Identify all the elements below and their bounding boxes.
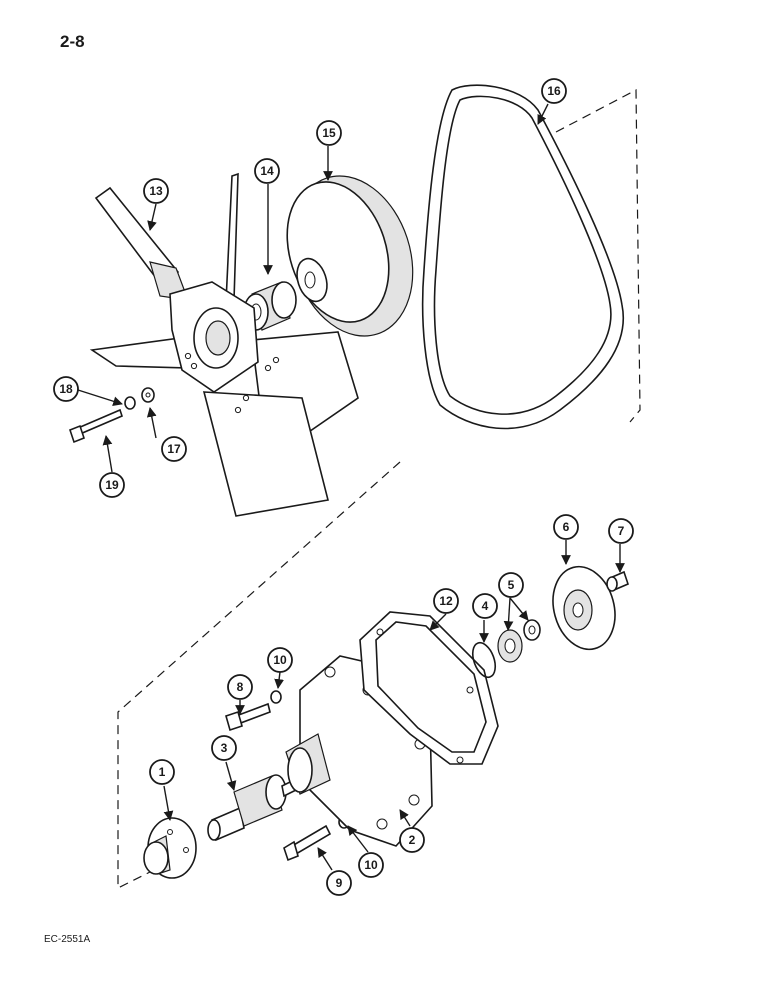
callout-18: 18 <box>53 376 79 402</box>
callout-1-label: 1 <box>159 765 166 779</box>
callout-2-label: 2 <box>409 833 416 847</box>
callout-5-label: 5 <box>508 578 515 592</box>
callout-1: 1 <box>149 759 175 785</box>
callout-14: 14 <box>254 158 280 184</box>
callout-10-top-label: 10 <box>273 653 287 667</box>
callout-7: 7 <box>608 518 634 544</box>
o-ring <box>471 641 497 679</box>
page-number: 2-8 <box>60 32 85 51</box>
callout-10-bottom-label: 10 <box>364 858 378 872</box>
callout-13-label: 13 <box>149 184 163 198</box>
pump-seals <box>497 619 541 663</box>
callout-leaders <box>77 103 625 871</box>
callout-12-label: 12 <box>439 594 453 608</box>
callout-4: 4 <box>472 593 498 619</box>
callout-12: 12 <box>433 588 459 614</box>
fan-fasteners <box>69 387 155 444</box>
callout-3: 3 <box>211 735 237 761</box>
callout-15: 15 <box>316 120 342 146</box>
callout-8-label: 8 <box>237 680 244 694</box>
callout-10-top: 10 <box>267 647 293 673</box>
callout-6-label: 6 <box>563 520 570 534</box>
callout-8: 8 <box>227 674 253 700</box>
callout-19-label: 19 <box>105 478 119 492</box>
cooling-fan <box>89 172 359 517</box>
callout-9: 9 <box>326 870 352 896</box>
callout-18-label: 18 <box>59 382 73 396</box>
callout-9-label: 9 <box>336 876 343 890</box>
pump-hub <box>143 817 197 879</box>
callout-4-label: 4 <box>482 599 489 613</box>
callout-13: 13 <box>143 178 169 204</box>
fan-pulley <box>286 175 414 337</box>
callout-10-bottom: 10 <box>358 852 384 878</box>
callout-17: 17 <box>161 436 187 462</box>
callout-6: 6 <box>553 514 579 540</box>
impeller <box>552 565 616 651</box>
callout-3-label: 3 <box>221 741 228 755</box>
callout-16-label: 16 <box>547 84 561 98</box>
callout-5: 5 <box>498 572 524 598</box>
callout-19: 19 <box>99 472 125 498</box>
pump-gasket <box>359 611 499 765</box>
v-belt <box>421 84 625 430</box>
pump-plug <box>606 570 629 592</box>
pump-fasteners <box>225 690 350 862</box>
callout-16: 16 <box>541 78 567 104</box>
callout-14-label: 14 <box>260 164 274 178</box>
callout-7-label: 7 <box>618 524 625 538</box>
pump-shaft <box>207 774 297 842</box>
callout-15-label: 15 <box>322 126 336 140</box>
figure-code: EC-2551A <box>44 934 91 945</box>
callout-2: 2 <box>399 827 425 853</box>
callout-17-label: 17 <box>167 442 181 456</box>
